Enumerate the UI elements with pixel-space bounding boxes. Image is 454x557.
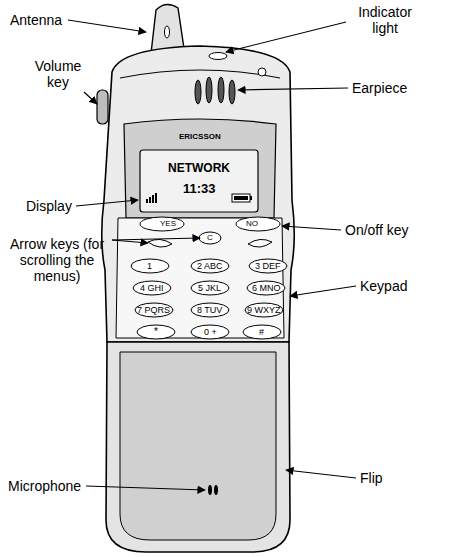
part-label: On/off key: [345, 222, 409, 238]
key-text: 9 WXYZ: [247, 306, 281, 315]
part-label: Earpiece: [352, 80, 407, 96]
key-text: 6 MNO: [252, 284, 281, 293]
key-text: 1: [147, 262, 152, 271]
brand-text: ERICSSON: [179, 133, 221, 141]
key-text: 3 DEF: [255, 262, 281, 271]
part-label: Keypad: [360, 278, 407, 294]
key-text: NO: [246, 220, 258, 228]
key-text: 7 PQRS: [137, 306, 170, 315]
part-label: Flip: [360, 470, 383, 486]
part-label: Microphone: [8, 478, 81, 494]
key-text: #: [259, 328, 264, 337]
part-label: Display: [26, 198, 72, 214]
part-label: Volume key: [30, 58, 86, 90]
screen-text: NETWORK: [168, 162, 230, 174]
key-text: *: [154, 327, 158, 337]
key-text: 5 JKL: [198, 284, 221, 293]
key-text: 2 ABC: [197, 262, 223, 271]
part-label: Indicator light: [350, 4, 420, 36]
key-text: C: [207, 234, 213, 242]
key-text: YES: [160, 220, 176, 228]
part-label: Arrow keys (for scrolling the menus): [8, 236, 106, 284]
part-label: Antenna: [10, 12, 62, 28]
key-text: 8 TUV: [197, 306, 222, 315]
key-text: 4 GHI: [140, 284, 164, 293]
screen-text: 11:33: [183, 182, 216, 195]
key-text: 0 +: [204, 328, 217, 337]
